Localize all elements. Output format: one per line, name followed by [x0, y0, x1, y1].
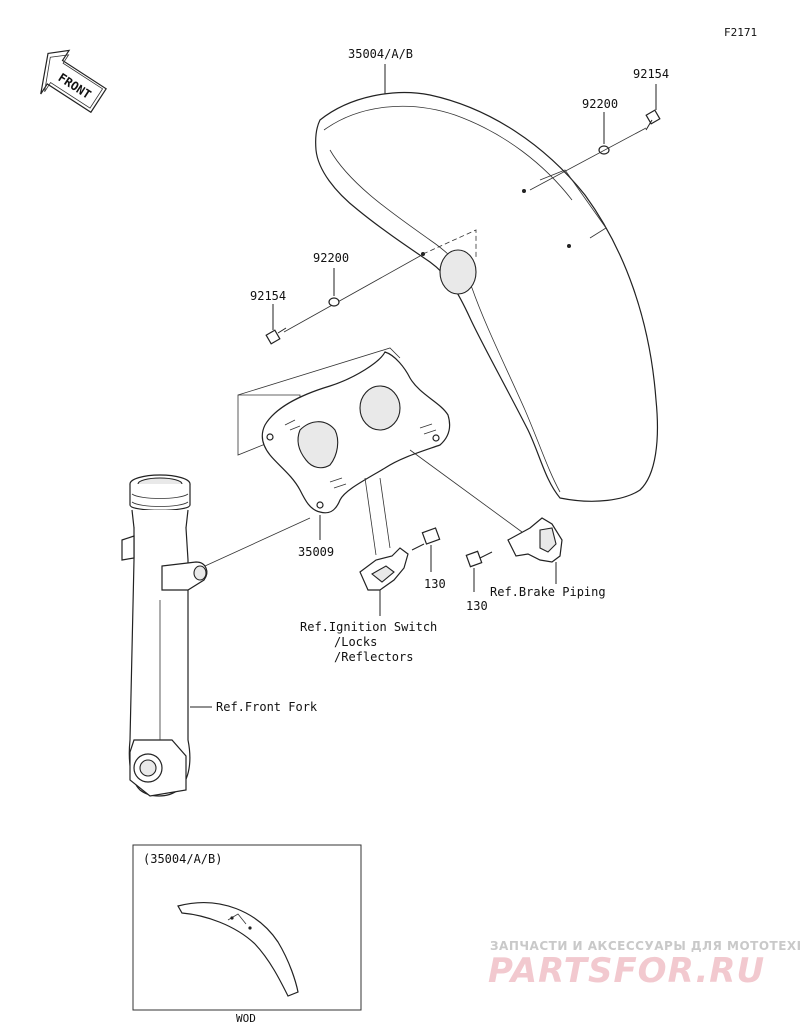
- label-ref-fork: Ref.Front Fork: [216, 700, 318, 714]
- label-bolt-center: 130: [424, 577, 446, 591]
- washer-left: [328, 297, 340, 307]
- label-ref-ignition-2: /Locks: [334, 635, 377, 649]
- watermark-line1: ЗАПЧАСТИ И АКСЕССУАРЫ ДЛЯ МОТОТЕХНИКИ: [490, 939, 800, 953]
- label-bolt-lower: 130: [466, 599, 488, 613]
- label-ref-brake: Ref.Brake Piping: [490, 585, 606, 599]
- inset-title: (35004/A/B): [143, 852, 222, 866]
- watermark-line2: PARTSFOR.RU: [488, 951, 765, 991]
- ignition-clamp: [359, 547, 409, 591]
- label-ref-ignition-3: /Reflectors: [334, 650, 413, 664]
- diagram-code: F2171: [724, 26, 757, 39]
- inset-box: [132, 844, 362, 1011]
- bolt-left: [265, 327, 287, 345]
- label-bolt-right: 92154: [633, 67, 669, 81]
- label-washer-left: 92200: [313, 251, 349, 265]
- front-arrow-icon: FRONT: [40, 49, 107, 114]
- label-ref-ignition-1: Ref.Ignition Switch: [300, 620, 437, 634]
- front-fender: [315, 92, 659, 502]
- bolt-center: [411, 527, 441, 551]
- bolt-right: [645, 109, 661, 131]
- label-washer-right: 92200: [582, 97, 618, 111]
- label-fender: 35004/A/B: [348, 47, 413, 61]
- fender-bracket: [237, 347, 451, 514]
- bolt-lower: [465, 550, 493, 568]
- brake-pipe-clip: [507, 517, 563, 563]
- front-fork: [121, 474, 208, 797]
- inset-caption: WOD: [236, 1012, 256, 1025]
- label-bracket: 35009: [298, 545, 334, 559]
- label-bolt-left: 92154: [250, 289, 286, 303]
